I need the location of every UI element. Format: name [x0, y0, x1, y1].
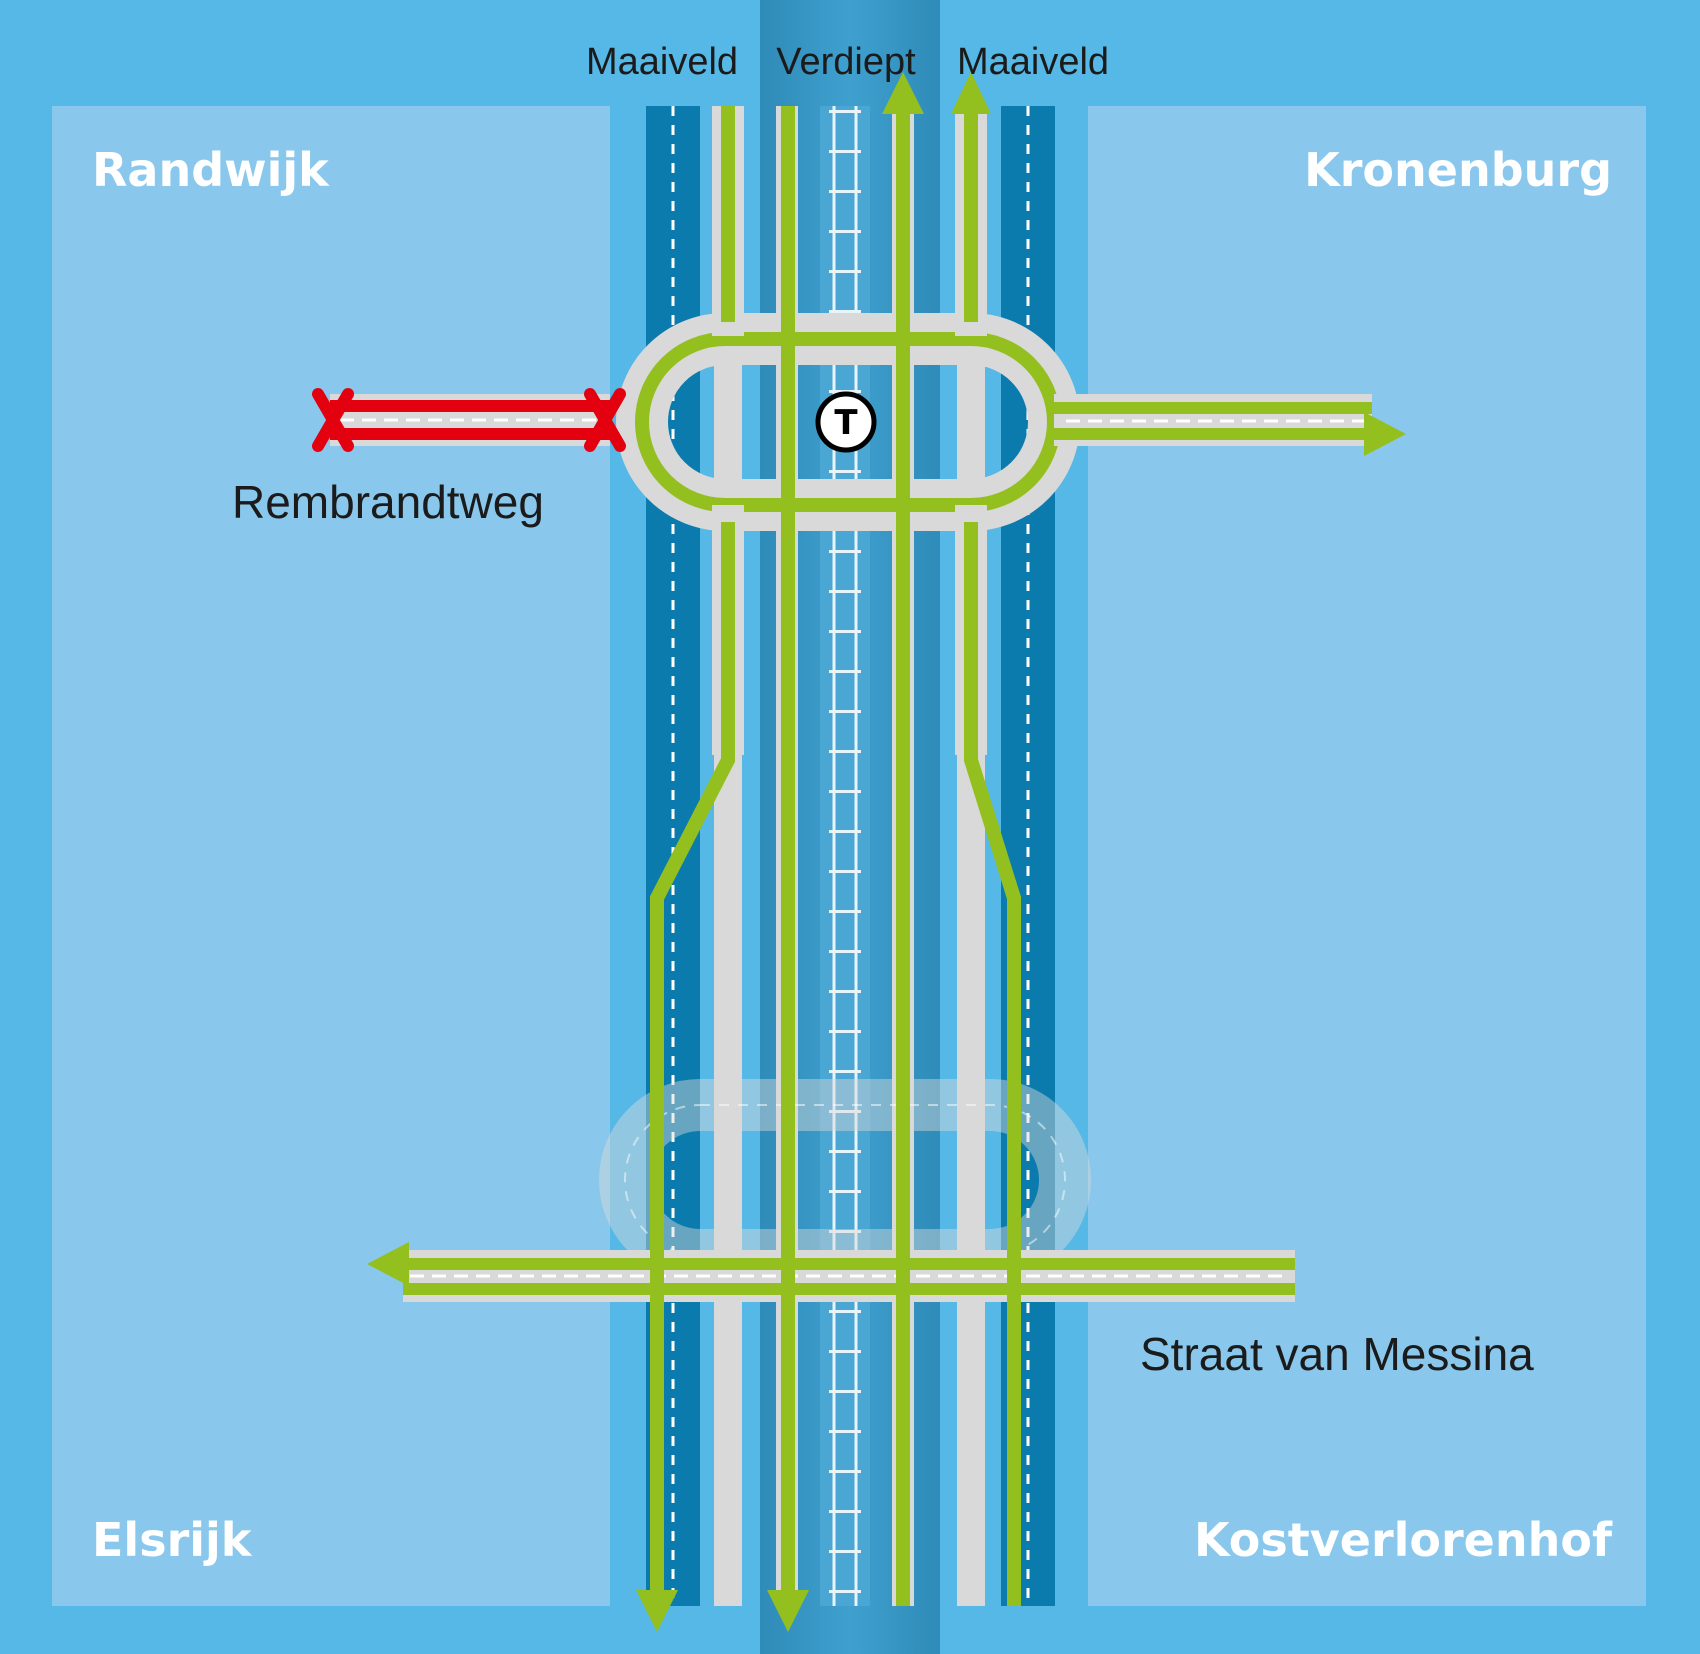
route-southbound-west [650, 522, 735, 1610]
straat-van-messina-route [403, 1258, 1295, 1270]
eastern-exit-route-2 [1054, 428, 1372, 440]
southbound-arrow-icon-sunken [767, 1590, 809, 1632]
straat-van-messina-route-2 [403, 1283, 1295, 1295]
northbound-arrow-icon-east [951, 72, 991, 114]
district-label-randwijk: Randwijk [92, 143, 330, 197]
district-label-elsrijk: Elsrijk [92, 1513, 253, 1567]
tram-stop-symbol: T [834, 403, 858, 443]
district-label-kronenburg: Kronenburg [1304, 143, 1612, 197]
westbound-arrow-icon [367, 1242, 409, 1286]
level-label-right: Maaiveld [957, 41, 1109, 83]
southbound-arrow-icon-west [636, 1590, 678, 1632]
tram-stop-icon [815, 391, 877, 453]
district-block-west [52, 106, 610, 1606]
road-label-rembrandtweg: Rembrandtweg [232, 476, 544, 528]
level-label-center: Verdiept [776, 41, 916, 83]
district-label-kostverlorenhof: Kostverlorenhof [1194, 1513, 1613, 1567]
route-southbound-east [964, 522, 1021, 1606]
closed-road-x-icon [312, 388, 354, 452]
district-block-east [1088, 106, 1646, 1606]
eastbound-arrow-icon [1364, 412, 1406, 456]
level-label-left: Maaiveld [586, 41, 738, 83]
eastern-exit-route-1 [1054, 402, 1372, 414]
rembrandtweg-closed-lane-2 [330, 428, 610, 440]
closed-road-x-icon [584, 388, 626, 452]
northbound-arrow-icon-sunken [882, 72, 924, 114]
road-label-straat-van-messina: Straat van Messina [1140, 1328, 1534, 1380]
rembrandtweg-closed-lane-1 [330, 400, 610, 412]
